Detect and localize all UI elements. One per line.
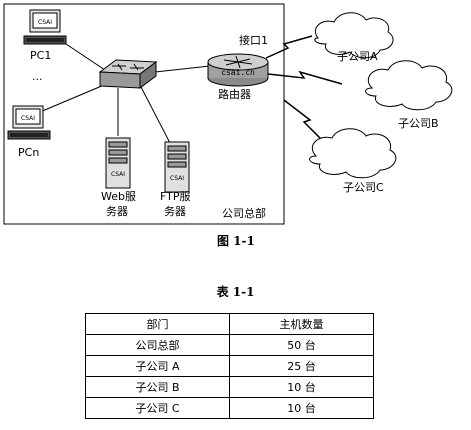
cell-department: 子公司 C bbox=[85, 397, 230, 419]
cloud-branch-c bbox=[309, 128, 397, 179]
pc1-monitor-brand: CSAI bbox=[38, 19, 52, 26]
interface-label: 接口1 bbox=[239, 34, 268, 47]
web-server-label-line2: 务器 bbox=[106, 205, 128, 218]
cell-host-count: 25 台 bbox=[229, 355, 374, 377]
cell-department: 子公司 B bbox=[85, 376, 230, 398]
table-header-row: 部门 主机数量 bbox=[85, 313, 374, 335]
connection-lines bbox=[39, 37, 211, 144]
web-server-label-line1: Web服 bbox=[101, 190, 136, 203]
pcn-label: PCn bbox=[18, 146, 39, 159]
cell-host-count: 10 台 bbox=[229, 376, 374, 398]
branch-a-label: 子公司A bbox=[337, 50, 378, 63]
branch-b-label: 子公司B bbox=[398, 117, 439, 130]
cell-department: 公司总部 bbox=[85, 334, 230, 356]
ftp-server-icon: CSAI bbox=[164, 141, 190, 193]
branch-c-label: 子公司C bbox=[343, 181, 384, 194]
table-row: 子公司 A 25 台 bbox=[85, 355, 374, 377]
pcn-monitor-brand: CSAI bbox=[21, 115, 35, 122]
header-department: 部门 bbox=[85, 313, 230, 335]
pc1-computer-icon: CSAI bbox=[23, 9, 67, 45]
ftp-server-label-line1: FTP服 bbox=[160, 190, 191, 203]
table-row: 子公司 B 10 台 bbox=[85, 376, 374, 398]
cloud-branch-b bbox=[365, 60, 453, 111]
headquarters-label: 公司总部 bbox=[222, 206, 266, 220]
table-title: 表 1-1 bbox=[216, 285, 255, 299]
switch-icon bbox=[98, 59, 158, 89]
ftp-server-brand: CSAI bbox=[170, 175, 184, 182]
cell-host-count: 50 台 bbox=[229, 334, 374, 356]
cloud-branch-a bbox=[314, 12, 394, 59]
wan-links bbox=[265, 35, 343, 145]
pc1-label: PC1 bbox=[30, 49, 51, 62]
web-server-icon: CSAI bbox=[105, 137, 131, 189]
pc-ellipsis: ... bbox=[32, 70, 43, 83]
table-row: 子公司 C 10 台 bbox=[85, 397, 374, 419]
cell-department: 子公司 A bbox=[85, 355, 230, 377]
ftp-server-label-line2: 务器 bbox=[164, 205, 186, 218]
department-host-table: 部门 主机数量 公司总部 50 台 子公司 A 25 台 子公司 B 10 台 … bbox=[85, 313, 374, 419]
router-label: 路由器 bbox=[218, 87, 251, 101]
router-icon: csai.cn bbox=[207, 53, 269, 87]
table-row: 公司总部 50 台 bbox=[85, 334, 374, 356]
network-diagram: CSAI PC1 ... CSAI PCn CSAI Web服 务器 CSAI … bbox=[3, 3, 453, 248]
web-server-brand: CSAI bbox=[111, 171, 125, 178]
headquarters-frame bbox=[3, 3, 285, 225]
router-brand: csai.cn bbox=[221, 68, 255, 77]
header-host-count: 主机数量 bbox=[229, 313, 374, 335]
pcn-computer-icon: CSAI bbox=[7, 105, 51, 140]
cell-host-count: 10 台 bbox=[229, 397, 374, 419]
figure-caption: 图 1-1 bbox=[217, 234, 255, 248]
